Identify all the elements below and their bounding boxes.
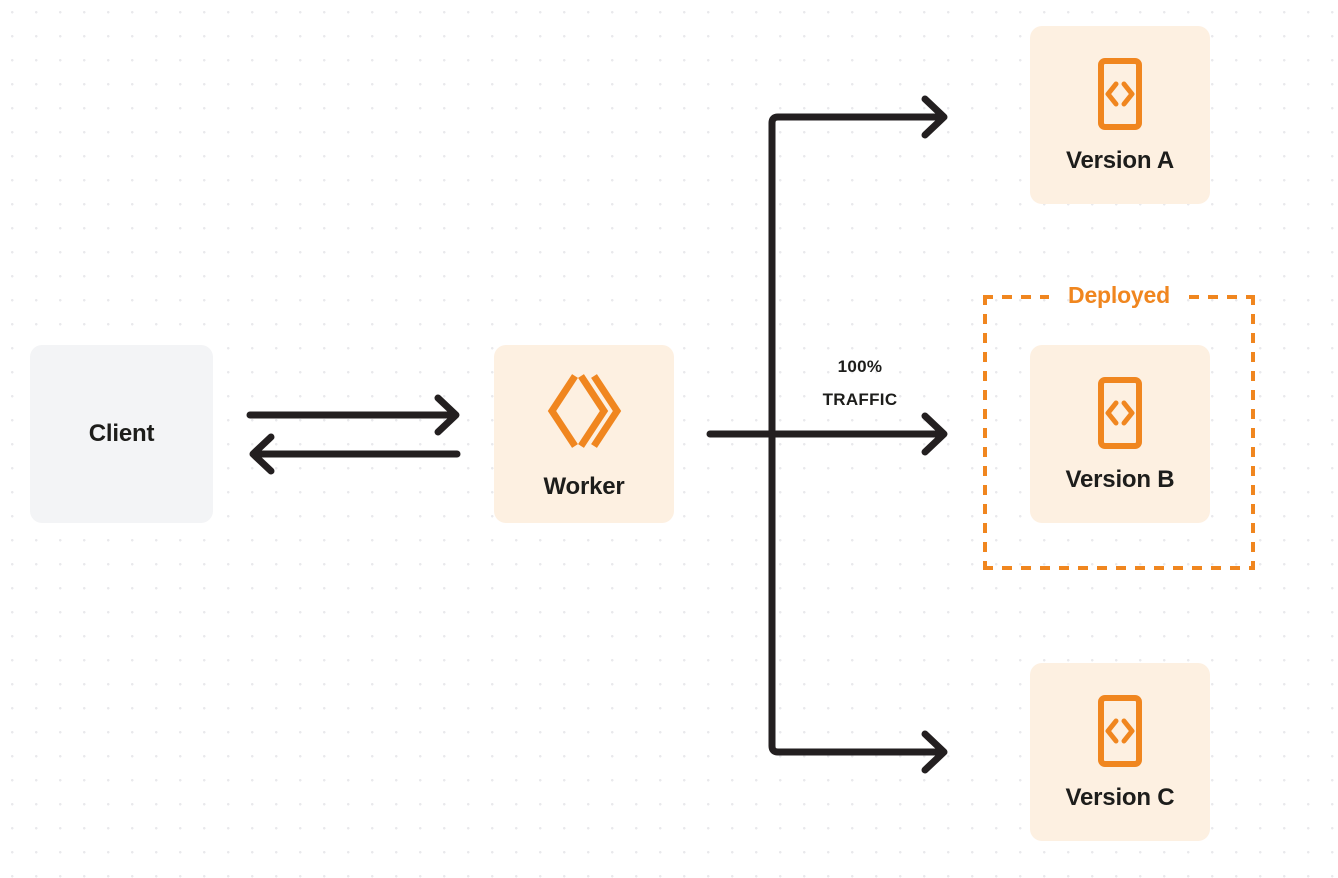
arrow-client-to-worker	[246, 394, 460, 436]
version-a-label: Version A	[1065, 146, 1175, 174]
node-version-a[interactable]: Version A	[1030, 26, 1210, 204]
node-version-c[interactable]: Version C	[1030, 663, 1210, 841]
deployed-group: Deployed	[983, 282, 1255, 570]
node-version-b[interactable]: Version B	[1030, 345, 1210, 523]
worker-label: Worker	[543, 472, 625, 500]
deployed-border-left	[983, 295, 987, 570]
deployed-border-right	[1251, 295, 1255, 570]
code-file-icon	[1092, 57, 1148, 135]
code-file-icon	[1092, 694, 1148, 772]
traffic-unit: TRAFFIC	[822, 390, 898, 409]
traffic-label: 100% TRAFFIC	[790, 350, 930, 416]
client-label: Client	[88, 420, 155, 447]
cloudflare-workers-logo-icon	[545, 370, 623, 457]
arrow-worker-to-client	[249, 433, 461, 475]
deployed-border-top-left	[983, 295, 1049, 299]
deployed-border-bottom	[983, 566, 1255, 570]
node-client[interactable]: Client	[30, 345, 213, 523]
code-file-icon	[1092, 376, 1148, 454]
node-worker[interactable]: Worker	[494, 345, 674, 523]
deployed-border-top-right	[1189, 295, 1255, 299]
deployed-label: Deployed	[1068, 282, 1170, 308]
version-c-label: Version C	[1065, 783, 1175, 811]
traffic-percent: 100%	[837, 357, 883, 376]
arrow-worker-to-version-b	[706, 412, 948, 456]
version-b-label: Version B	[1065, 465, 1175, 493]
arrow-worker-to-version-c	[768, 430, 948, 774]
